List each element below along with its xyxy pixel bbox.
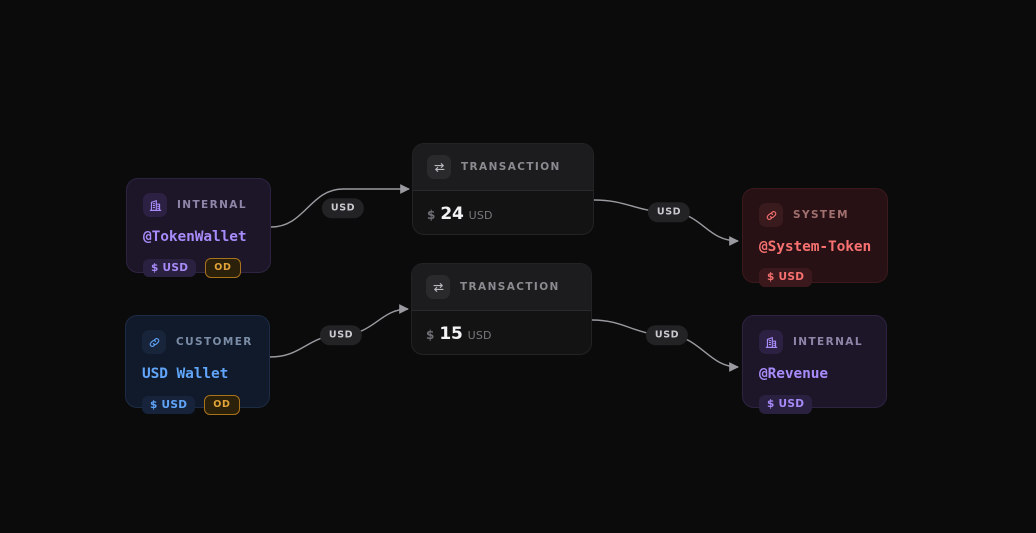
transaction-currency: USD bbox=[468, 209, 493, 222]
node-header: CUSTOMER bbox=[142, 330, 253, 354]
transaction-amount-row: $ 24 USD bbox=[413, 191, 593, 234]
node-title: USD Wallet bbox=[142, 366, 229, 382]
transaction-header: TRANSACTION bbox=[413, 144, 593, 191]
currency-symbol: $ bbox=[427, 208, 436, 222]
node-system-token[interactable]: SYSTEM @System-Token $ USD bbox=[742, 188, 888, 287]
node-kind-label: CUSTOMER bbox=[176, 336, 253, 348]
link-icon bbox=[142, 330, 166, 354]
currency-badge: $ USD bbox=[759, 268, 813, 287]
node-token-wallet[interactable]: INTERNAL @TokenWallet $ USD OD bbox=[126, 178, 271, 278]
edge-label-1[interactable]: USD bbox=[321, 198, 365, 218]
transaction-currency: USD bbox=[467, 329, 492, 342]
currency-badge: $ USD bbox=[142, 395, 196, 414]
node-kind-label: INTERNAL bbox=[177, 199, 247, 211]
node-badges: $ USD bbox=[759, 395, 870, 414]
exchange-icon bbox=[427, 155, 451, 179]
node-header: INTERNAL bbox=[759, 330, 870, 354]
overdraft-badge: OD bbox=[204, 395, 240, 415]
node-usd-wallet[interactable]: CUSTOMER USD Wallet $ USD OD bbox=[125, 315, 270, 415]
node-badges: $ USD OD bbox=[142, 395, 253, 415]
overdraft-badge: OD bbox=[205, 258, 241, 278]
transaction-node-top[interactable]: TRANSACTION $ 24 USD bbox=[412, 143, 594, 235]
node-title: @Revenue bbox=[759, 366, 829, 382]
node-kind-label: INTERNAL bbox=[793, 336, 863, 348]
node-badges: $ USD OD bbox=[143, 258, 254, 278]
transaction-amount-row: $ 15 USD bbox=[412, 311, 591, 354]
transaction-amount: 24 bbox=[440, 204, 464, 224]
node-badges: $ USD bbox=[759, 268, 871, 287]
bank-icon bbox=[759, 330, 783, 354]
node-header: SYSTEM bbox=[759, 203, 871, 227]
edge-label-3[interactable]: USD bbox=[319, 325, 363, 345]
node-title: @System-Token bbox=[759, 239, 872, 255]
edge-label-2[interactable]: USD bbox=[647, 202, 691, 222]
transaction-header: TRANSACTION bbox=[412, 264, 591, 311]
currency-badge: $ USD bbox=[143, 258, 197, 277]
transaction-kind-label: TRANSACTION bbox=[460, 281, 560, 293]
link-icon bbox=[759, 203, 783, 227]
currency-symbol: $ bbox=[426, 328, 435, 342]
bank-icon bbox=[143, 193, 167, 217]
transaction-node-bottom[interactable]: TRANSACTION $ 15 USD bbox=[411, 263, 592, 355]
exchange-icon bbox=[426, 275, 450, 299]
node-revenue[interactable]: INTERNAL @Revenue $ USD bbox=[742, 315, 887, 414]
node-kind-label: SYSTEM bbox=[793, 209, 849, 221]
currency-badge: $ USD bbox=[759, 395, 813, 414]
transaction-kind-label: TRANSACTION bbox=[461, 161, 561, 173]
node-header: INTERNAL bbox=[143, 193, 254, 217]
transaction-amount: 15 bbox=[439, 324, 463, 344]
node-title: @TokenWallet bbox=[143, 229, 247, 245]
edge-label-4[interactable]: USD bbox=[645, 325, 689, 345]
